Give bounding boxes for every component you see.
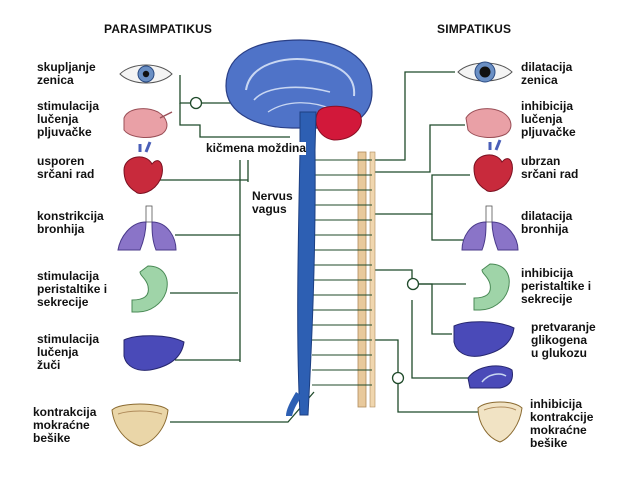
left-label-peristalsis: stimulacija peristaltike i sekrecije xyxy=(37,269,108,309)
path-liver-right xyxy=(412,283,452,335)
right-label-peristalsis: inhibicija peristaltike i sekrecije xyxy=(521,266,592,306)
stomach-icon xyxy=(473,263,510,311)
eye-icon xyxy=(457,61,513,83)
lungs-icon xyxy=(117,205,177,251)
liver-icon xyxy=(453,321,515,357)
organs-right xyxy=(453,61,523,443)
liver-icon xyxy=(123,335,185,371)
left-label-pupil: skupljanje zenica xyxy=(37,60,96,87)
sympathetic-chain xyxy=(312,151,376,408)
left-label-heart: usporen srčani rad xyxy=(37,154,95,181)
left-label-bladder: kontrakcija mokraćne bešike xyxy=(33,405,97,445)
central-nervous-system xyxy=(225,39,373,416)
path-saliva-left xyxy=(179,103,290,138)
right-label-bronchi: dilatacija bronhija xyxy=(521,209,573,236)
right-label-pupil: dilatacija zenica xyxy=(521,60,573,87)
lungs-icon xyxy=(461,205,519,251)
spinal-cord xyxy=(297,111,317,416)
path-stomach-right xyxy=(372,269,466,285)
ganglion-ciliary xyxy=(189,96,203,110)
salivary-gland-icon xyxy=(123,108,173,138)
heart-icon xyxy=(123,141,163,194)
organs-left xyxy=(111,64,185,447)
left-label-saliva: stimulacija lučenja pljuvačke xyxy=(37,99,100,139)
vagus-nerve-label: Nervus vagus xyxy=(252,189,293,216)
spinal-cord-label: kičmena moždina xyxy=(206,141,307,155)
stomach-icon xyxy=(131,265,168,313)
salivary-gland-icon xyxy=(465,108,512,138)
ganglion-mesenteric xyxy=(391,371,405,385)
right-label-saliva: inhibicija lučenja pljuvačke xyxy=(521,99,576,139)
pancreas-icon xyxy=(467,365,513,389)
ganglion-celiac xyxy=(406,277,420,291)
cerebellum xyxy=(315,105,362,141)
right-label-bladder: inhibicija kontrakcije mokraćne bešike xyxy=(530,397,594,450)
bladder-icon xyxy=(477,401,523,443)
right-label-heart: ubrzan srčani rad xyxy=(521,154,579,181)
left-label-bronchi: konstrikcija bronhija xyxy=(37,209,104,236)
sympathetic-pathways xyxy=(368,71,478,413)
parasympathetic-heading: PARASIMPATIKUS xyxy=(104,22,213,36)
bladder-icon xyxy=(111,403,169,447)
sympathetic-heading: SIMPATIKUS xyxy=(437,22,512,36)
ganglia xyxy=(189,96,420,385)
left-label-bile: stimulacija lučenja žuči xyxy=(37,332,100,372)
path-lungs-right xyxy=(431,214,464,241)
eye-icon xyxy=(119,64,173,84)
heart-icon xyxy=(473,139,513,192)
right-label-glycogen: pretvaranje glikogena u glukozu xyxy=(531,320,596,360)
path-saliva-right xyxy=(372,124,465,173)
path-eye-right xyxy=(368,71,455,161)
path-heart-right xyxy=(372,174,470,215)
